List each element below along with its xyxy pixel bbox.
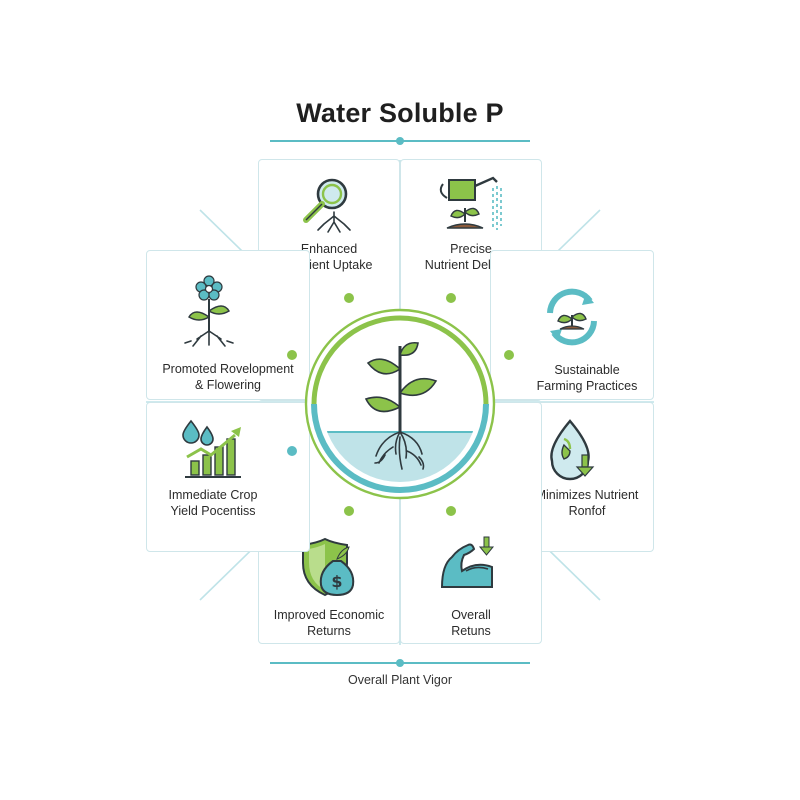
watering-can-icon xyxy=(439,176,502,230)
growth-chart-icon xyxy=(182,419,241,478)
muscle-arm-icon xyxy=(440,536,495,588)
teal-dot xyxy=(287,446,297,456)
center-plant xyxy=(364,341,438,470)
recycle-sprout-icon xyxy=(547,288,597,346)
water-drop-arrow-icon xyxy=(550,419,595,481)
title-underline-dot xyxy=(396,137,404,145)
card-label: Promoted Rovelopment& Flowering xyxy=(162,362,294,392)
svg-text:$: $ xyxy=(331,572,342,591)
green-dot xyxy=(287,350,297,360)
center-plant-circle xyxy=(304,308,496,500)
footer-caption: Overall Plant Vigor xyxy=(348,673,452,687)
green-dot xyxy=(344,293,354,303)
page-title: Water Soluble P xyxy=(296,98,504,128)
green-dot xyxy=(446,506,456,516)
green-dot xyxy=(504,350,514,360)
green-dot xyxy=(446,293,456,303)
flowering-plant-icon xyxy=(184,275,234,347)
footer-line-dot xyxy=(396,659,404,667)
card-promoted-development-flowering: Promoted Rovelopment& Flowering xyxy=(146,250,310,400)
green-dot xyxy=(344,506,354,516)
magnifier-roots-icon xyxy=(303,178,351,233)
shield-money-bag-icon: $ xyxy=(302,537,355,597)
